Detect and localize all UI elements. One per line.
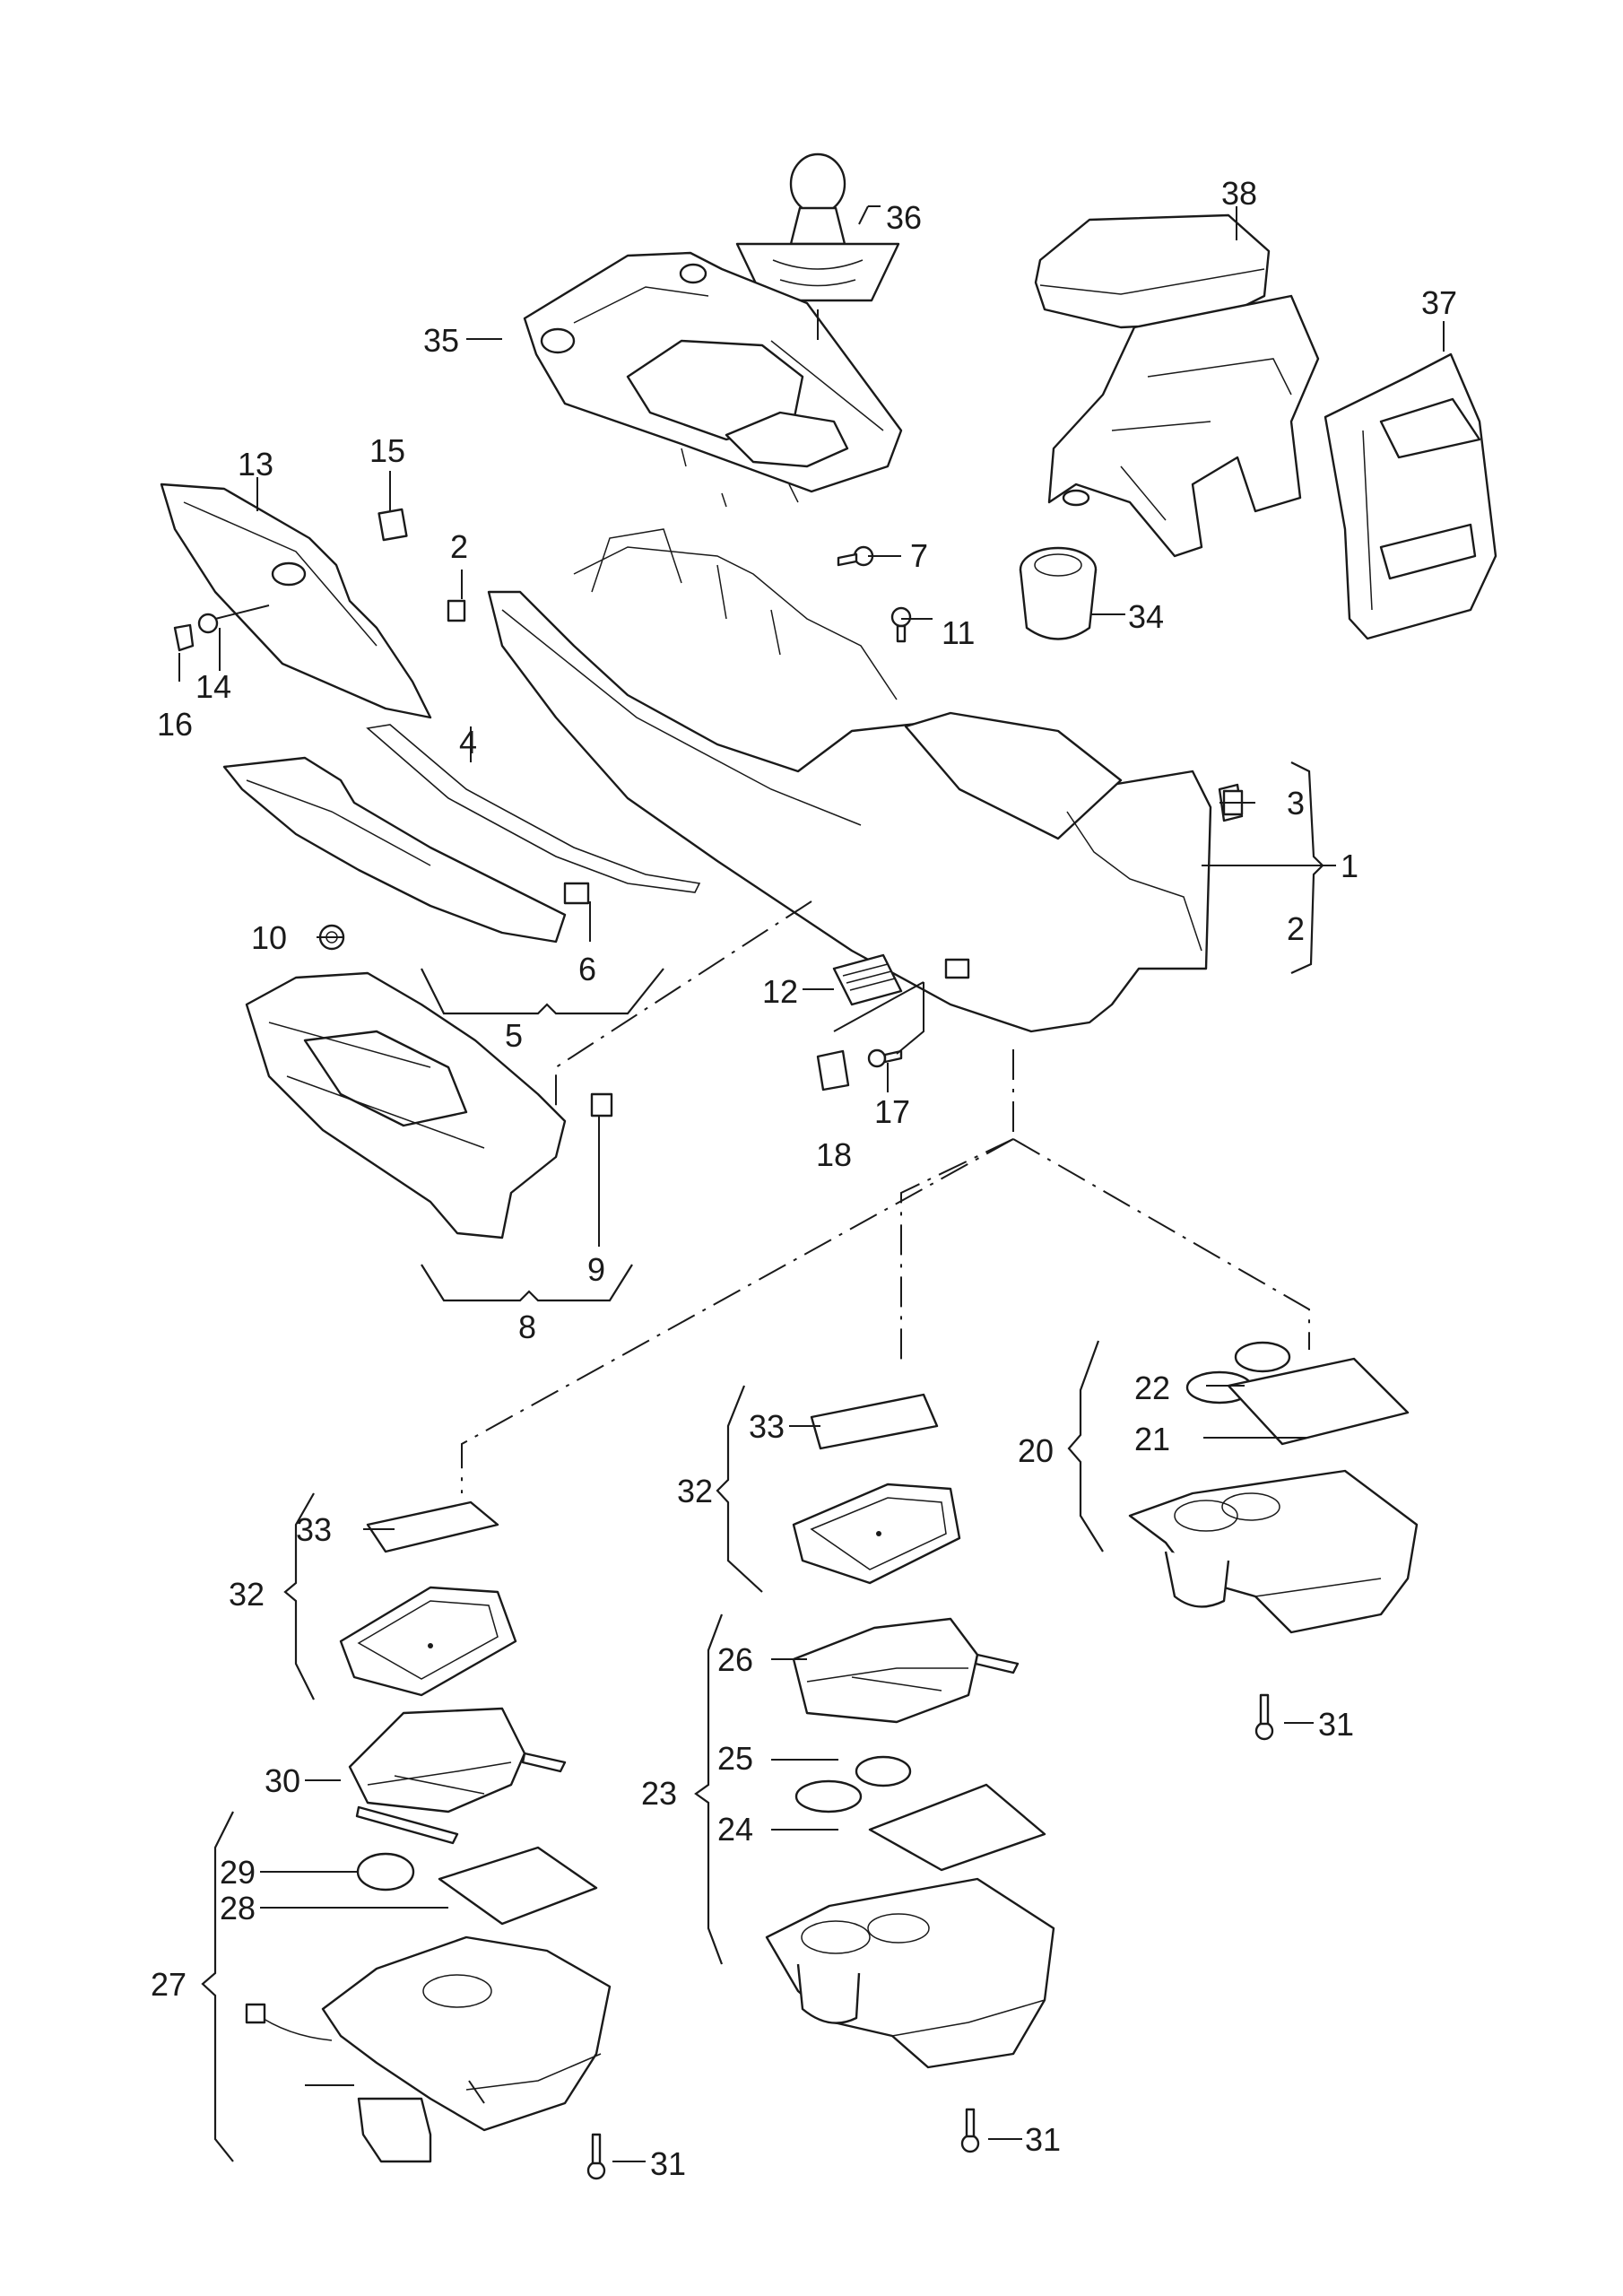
trim-strip-4 (366, 724, 701, 893)
clip-2 (447, 599, 466, 622)
callout-32-left: 32 (229, 1576, 265, 1613)
callout-2-left: 2 (450, 528, 468, 565)
cap-18 (816, 1049, 850, 1091)
cupholder-mat-left (356, 1846, 598, 1926)
cup-insert (1019, 546, 1098, 640)
callout-36: 36 (886, 199, 922, 236)
storage-tray-center (792, 1617, 1020, 1724)
callout-12: 12 (762, 973, 798, 1010)
callout-25: 25 (717, 1740, 753, 1777)
cupholder-tray-center (765, 1877, 1055, 2153)
cap-16 (173, 623, 195, 652)
armrest-assembly (1034, 213, 1320, 558)
callout-27: 27 (151, 1966, 187, 2003)
callout-33-center: 33 (749, 1408, 785, 1445)
callout-31-right: 31 (1318, 1706, 1354, 1743)
side-trim-lower (222, 756, 567, 944)
clip-15 (378, 508, 408, 542)
callout-7: 7 (910, 537, 928, 574)
callout-22: 22 (1134, 1370, 1170, 1406)
callout-11: 11 (942, 614, 975, 651)
callout-30: 30 (265, 1762, 300, 1799)
callout-38: 38 (1221, 175, 1257, 212)
cupholder-tray-right (1128, 1341, 1419, 1741)
callout-9: 9 (587, 1251, 605, 1288)
group-braces (201, 761, 1324, 2162)
callout-37: 37 (1421, 284, 1457, 321)
vent-grille-12 (832, 953, 903, 1006)
screw-11 (890, 606, 912, 643)
screw-7 (837, 545, 874, 567)
callout-21: 21 (1134, 1421, 1170, 1457)
callout-26: 26 (717, 1641, 753, 1678)
callout-10: 10 (251, 919, 287, 956)
leader-lines (178, 205, 1445, 2162)
callout-35: 35 (423, 322, 459, 359)
callout-32-center: 32 (677, 1473, 713, 1509)
screw-14 (197, 604, 270, 634)
callout-34: 34 (1128, 598, 1164, 635)
cupholder-mat-center (794, 1755, 1046, 1872)
gear-knob-boot (735, 152, 900, 302)
callout-17: 17 (874, 1093, 910, 1130)
rear-vent-cover (1324, 352, 1497, 640)
tray-cover-center (792, 1393, 961, 1585)
bracket-frame-8 (245, 971, 567, 1239)
callout-28: 28 (220, 1890, 256, 1926)
callout-3: 3 (1287, 785, 1305, 822)
callout-16: 16 (157, 706, 193, 743)
callout-1: 1 (1341, 848, 1358, 884)
shift-console-trim (523, 251, 903, 508)
screw-17 (867, 1048, 903, 1068)
callout-20: 20 (1018, 1432, 1054, 1469)
center-console-housing (487, 528, 1244, 1033)
callout-31-center: 31 (1025, 2121, 1061, 2158)
cupholder-tray-left (245, 1935, 612, 2180)
callout-labels: 1 2 2 3 4 5 6 7 8 9 10 11 12 13 14 15 16… (151, 175, 1457, 2182)
storage-tray-left (348, 1707, 567, 1845)
callout-29: 29 (220, 1854, 256, 1891)
callout-13: 13 (238, 446, 273, 483)
callout-5: 5 (505, 1017, 523, 1054)
callout-24: 24 (717, 1811, 753, 1848)
tray-cover-left (339, 1500, 517, 1697)
callout-6: 6 (578, 951, 596, 987)
callout-18: 18 (816, 1136, 852, 1173)
side-trim-left (160, 483, 432, 719)
callout-4: 4 (459, 724, 477, 761)
callout-2-right: 2 (1287, 910, 1305, 947)
callout-23: 23 (641, 1775, 677, 1812)
callout-8: 8 (518, 1309, 536, 1345)
callout-31-left: 31 (650, 2145, 686, 2182)
callout-14: 14 (195, 668, 231, 705)
callout-33-left: 33 (296, 1511, 332, 1548)
callout-15: 15 (369, 432, 405, 469)
assembly-lines (461, 309, 1310, 1493)
clip-6 (563, 882, 590, 905)
clip-9 (590, 1092, 613, 1118)
